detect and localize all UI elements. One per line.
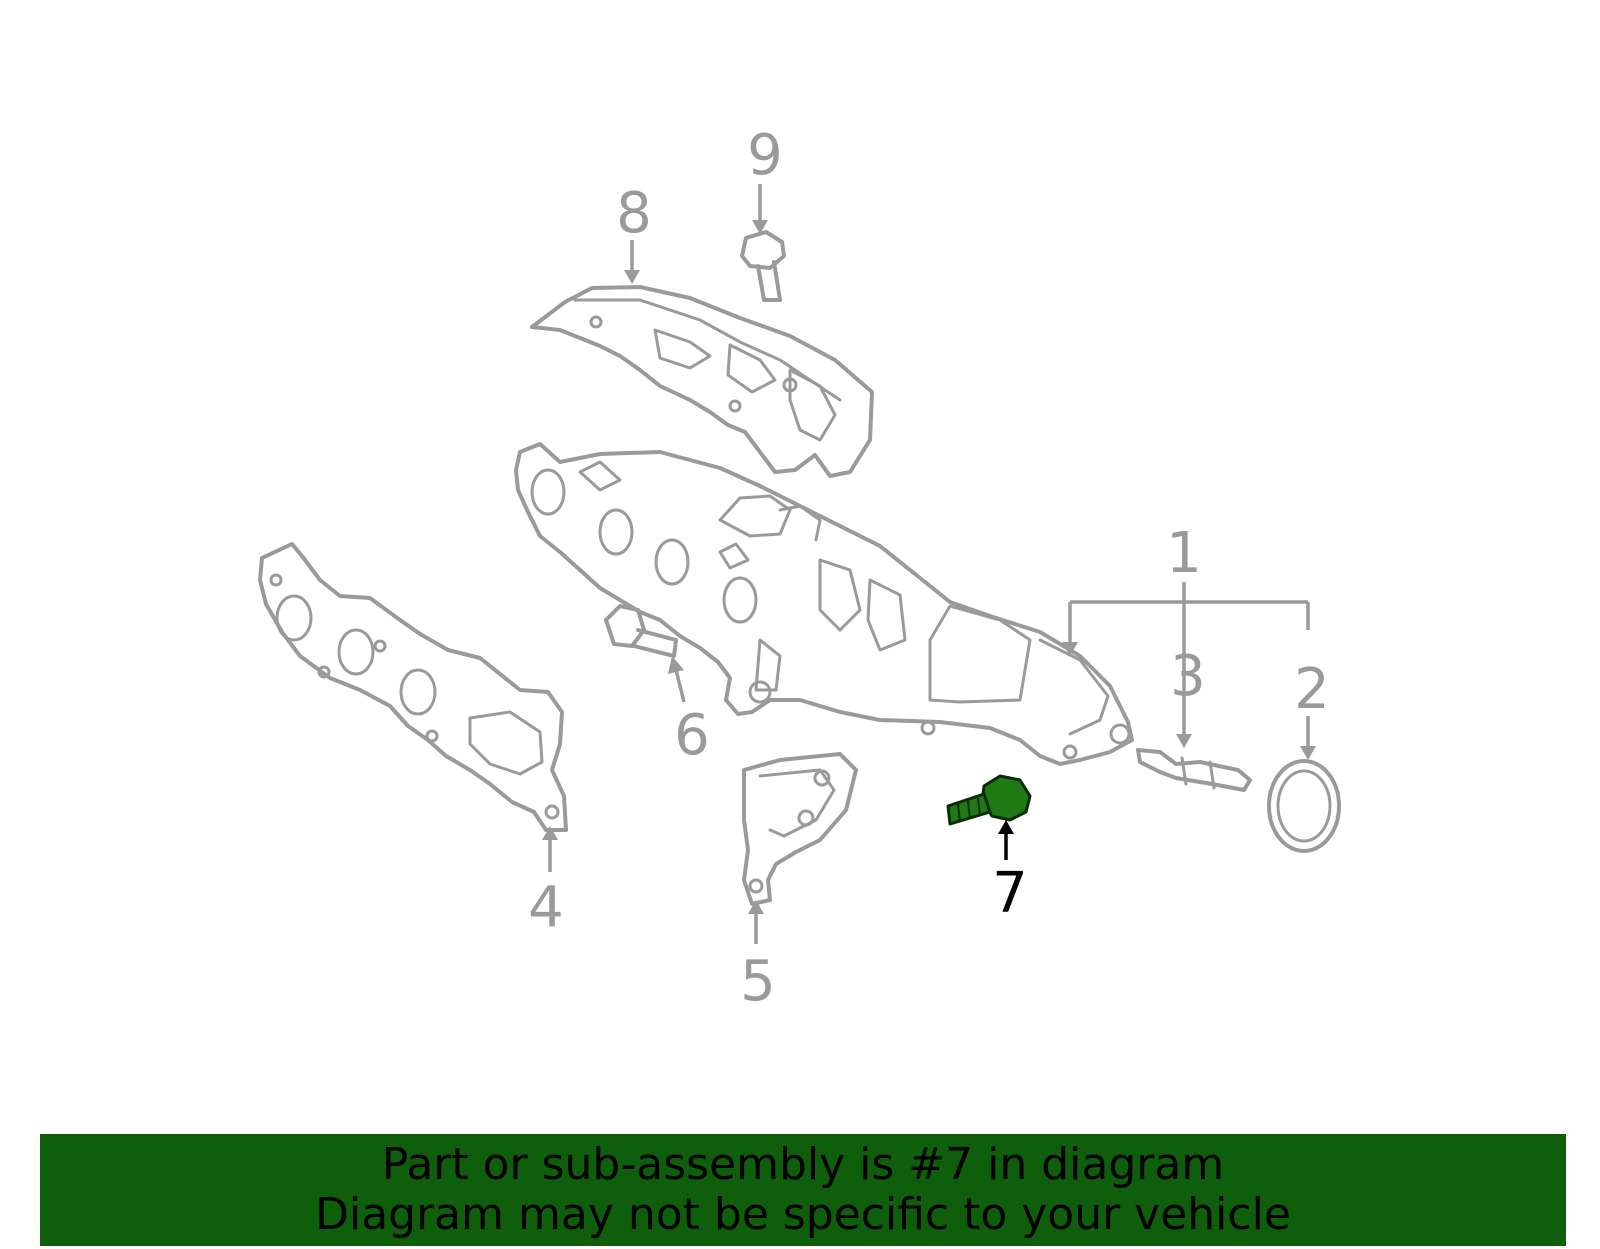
part-5-bracket: [742, 752, 858, 906]
callout-6: 6: [674, 703, 710, 768]
notice-banner: Part or sub-assembly is #7 in diagram Di…: [40, 1134, 1566, 1246]
banner-line-2: Diagram may not be specific to your vehi…: [315, 1189, 1291, 1240]
part-2-ring-gasket: [1267, 759, 1341, 853]
callout-4: 4: [528, 875, 564, 940]
banner-line-1: Part or sub-assembly is #7 in diagram: [381, 1139, 1225, 1190]
callout-7: 7: [992, 861, 1028, 926]
callout-3: 3: [1170, 644, 1206, 709]
callout-5: 5: [740, 949, 776, 1014]
callout-8: 8: [616, 181, 652, 246]
part-8-heat-shield: [530, 285, 874, 478]
part-9-bolt: [740, 230, 786, 302]
part-3-stud: [1136, 748, 1252, 792]
callout-2: 2: [1294, 657, 1330, 722]
part-1-exhaust-manifold: [514, 442, 1134, 766]
callout-1: 1: [1166, 521, 1202, 586]
callout-labels: 9 8 1 3 2 6 4 5 7: [528, 123, 1330, 1014]
part-6-bolt: [604, 604, 678, 658]
part-7-bolt-highlighted: [946, 774, 1032, 826]
part-4-gasket: [258, 542, 568, 832]
callout-9: 9: [747, 123, 783, 188]
leader-lines: [542, 184, 1316, 944]
